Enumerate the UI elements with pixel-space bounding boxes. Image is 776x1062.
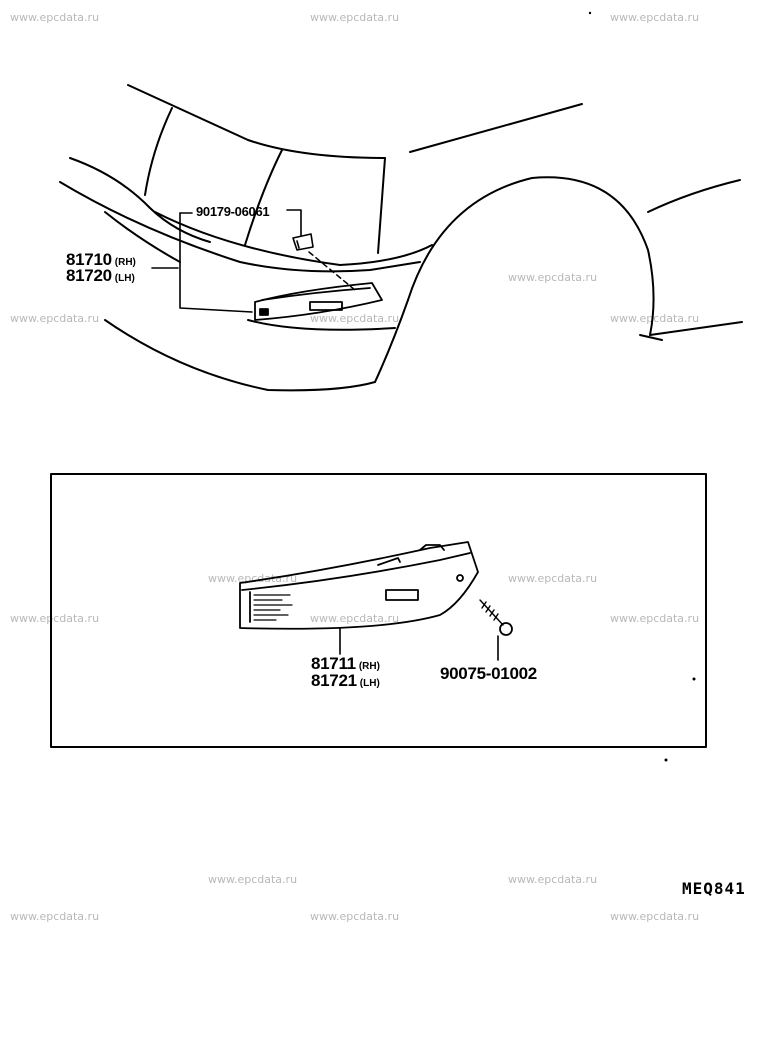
diagram-reference-code: MEQ841 [682, 879, 746, 898]
watermark: www.epcdata.ru [10, 612, 100, 625]
watermark: www.epcdata.ru [610, 312, 700, 325]
detail-frame [50, 473, 707, 748]
lamp-assembly-lh-side: (LH) [114, 273, 135, 284]
watermark: www.epcdata.ru [610, 612, 700, 625]
watermark: www.epcdata.ru [508, 873, 598, 886]
watermark: www.epcdata.ru [10, 312, 100, 325]
watermark: www.epcdata.ru [508, 271, 598, 284]
watermark: www.epcdata.ru [10, 11, 100, 24]
lamp-assembly-rh-number: 81710 [66, 250, 112, 269]
lens-reflector-hatch [253, 594, 293, 621]
watermark: www.epcdata.ru [310, 312, 400, 325]
watermark: www.epcdata.ru [610, 11, 700, 24]
watermark: www.epcdata.ru [310, 11, 400, 24]
watermark: www.epcdata.ru [208, 873, 298, 886]
watermark: www.epcdata.ru [310, 910, 400, 923]
lens-lh-label: 81721(LH) [311, 672, 380, 692]
lens-detail [239, 541, 479, 630]
lamp-assembly-lh-label: 81720(LH) [66, 267, 135, 287]
lens-lh-number: 81721 [311, 671, 357, 690]
clip [292, 233, 314, 251]
install-dashed-line [308, 251, 356, 291]
watermark: www.epcdata.ru [208, 572, 298, 585]
screw-part-number: 90075-01002 [440, 664, 537, 683]
watermark: www.epcdata.ru [508, 572, 598, 585]
lens-lh-side: (LH) [359, 678, 380, 689]
watermark: www.epcdata.ru [310, 612, 400, 625]
lamp-assembly-rh-label: 81710(RH) [66, 251, 136, 271]
lens-rh-label: 81711(RH) [311, 655, 380, 675]
clip-part-number: 90179-06061 [196, 204, 270, 219]
watermark: www.epcdata.ru [610, 910, 700, 923]
lamp-assembly-lh-number: 81720 [66, 266, 112, 285]
lamp-assembly-leader [151, 209, 302, 313]
side-marker-lamp [254, 282, 383, 321]
car-body-outline [59, 84, 743, 392]
screw [479, 599, 513, 636]
lens-rh-number: 81711 [311, 654, 356, 673]
lamp-assembly-rh-side: (RH) [114, 257, 136, 268]
lens-rh-side: (RH) [358, 661, 380, 672]
watermark: www.epcdata.ru [10, 910, 100, 923]
